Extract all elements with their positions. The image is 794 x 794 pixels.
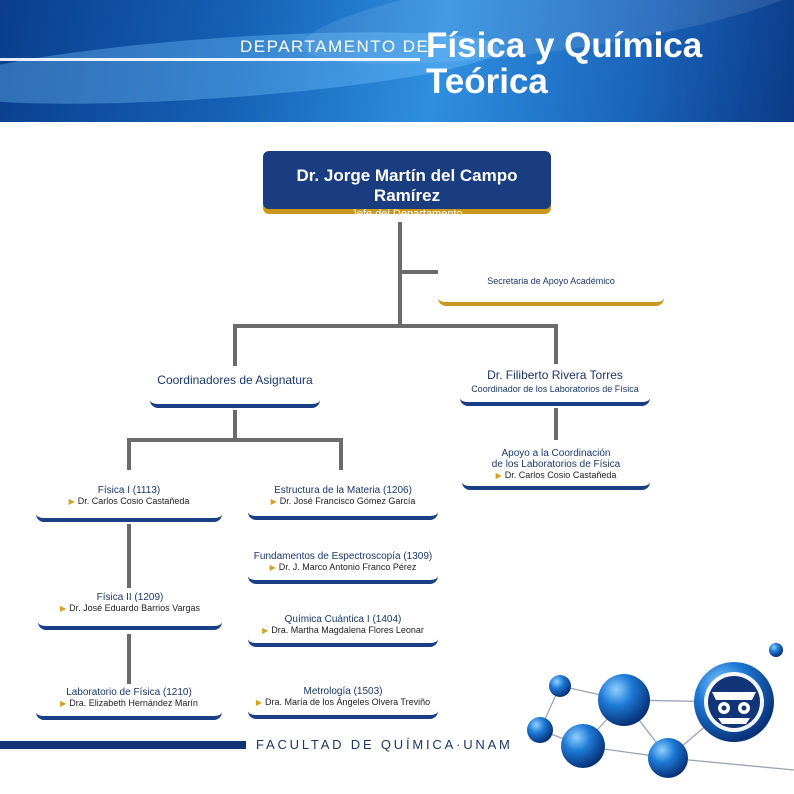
- unam-owl-logo-icon: [704, 672, 764, 732]
- coordinadores-label: Coordinadores de Asignatura: [157, 373, 313, 387]
- course-person-name: Dra. Elizabeth Hernández Marín: [69, 698, 198, 708]
- course-person-name: Dr. José Eduardo Barrios Vargas: [69, 603, 201, 613]
- bullet-triangle-icon: ▶: [60, 699, 67, 708]
- connector-line: [339, 438, 343, 470]
- apoyo-line2: de los Laboratorios de Física: [491, 459, 621, 470]
- course-box: Física I (1113) ▶Dr. Carlos Cosio Castañ…: [36, 485, 222, 506]
- department-title-line1: Física y Química: [426, 26, 703, 65]
- course-title: Estructura de la Materia (1206): [274, 485, 412, 496]
- course-box: Química Cuántica I (1404) ▶Dra. Martha M…: [248, 614, 438, 635]
- laboratorios-role: Coordinador de los Laboratorios de Físic…: [471, 384, 639, 394]
- bullet-triangle-icon: ▶: [270, 497, 277, 506]
- course-title: Metrología (1503): [303, 686, 383, 697]
- laboratorios-box: Dr. Filiberto Rivera Torres Coordinador …: [460, 368, 650, 394]
- course-person-name: Dr. José Francisco Gómez García: [279, 496, 416, 506]
- apoyo-line1: Apoyo a la Coordinación: [501, 448, 611, 459]
- department-title-line2: Teórica: [426, 62, 548, 101]
- connector-line: [398, 270, 438, 274]
- atom: [648, 738, 688, 778]
- course-person-name: Dr. J. Marco Antonio Franco Pérez: [278, 562, 417, 572]
- course-underline: [36, 514, 222, 522]
- course-underline: [248, 639, 438, 647]
- connector-line: [127, 524, 131, 588]
- bullet-triangle-icon: ▶: [262, 626, 269, 635]
- apoyo-person-name: Dr. Carlos Cosio Castañeda: [504, 470, 617, 480]
- course-underline: [36, 712, 222, 720]
- course-box: Metrología (1503) ▶Dra. María de los Áng…: [248, 686, 438, 707]
- course-person-name: Dra. Martha Magdalena Flores Leonar: [271, 625, 424, 635]
- connector-line: [233, 324, 558, 328]
- director-box: Dr. Jorge Martín del Campo Ramírez Jefe …: [263, 151, 551, 220]
- coordinadores-underline: [150, 400, 320, 408]
- footer-bar: [0, 741, 246, 749]
- department-prefix: DEPARTAMENTO DE: [240, 37, 430, 56]
- department-title: Física y Química Teórica: [426, 28, 702, 100]
- apoyo-box: Apoyo a la Coordinación de los Laborator…: [462, 448, 650, 480]
- connector-line: [554, 324, 558, 364]
- atom: [549, 675, 571, 697]
- course-title: Fundamentos de Espectroscopía (1309): [253, 551, 433, 562]
- director-name: Dr. Jorge Martín del Campo Ramírez: [296, 166, 518, 205]
- bullet-triangle-icon: ▶: [68, 497, 75, 506]
- course-title: Física II (1209): [96, 592, 164, 603]
- apoyo-person: ▶Dr. Carlos Cosio Castañeda: [462, 470, 650, 480]
- connector-line: [127, 438, 343, 442]
- course-box: Física II (1209) ▶Dr. José Eduardo Barri…: [38, 592, 222, 613]
- course-person: ▶Dr. Carlos Cosio Castañeda: [36, 496, 222, 506]
- course-underline: [248, 576, 438, 584]
- coordinadores-box: Coordinadores de Asignatura: [150, 373, 320, 387]
- secretaria-underline: [438, 298, 664, 306]
- course-box: Estructura de la Materia (1206) ▶Dr. Jos…: [248, 485, 438, 506]
- course-underline: [38, 622, 222, 630]
- director-role: Jefe del Departamento: [351, 208, 463, 220]
- connector-line: [127, 438, 131, 470]
- connector-line: [554, 408, 558, 440]
- course-box: Laboratorio de Física (1210) ▶Dra. Eliza…: [36, 687, 222, 708]
- connector-line: [233, 324, 237, 366]
- atom: [769, 643, 783, 657]
- connector-line: [398, 222, 402, 326]
- secretaria-box: Secretaria de Apoyo Académico: [438, 276, 664, 286]
- course-person: ▶Dra. Martha Magdalena Flores Leonar: [248, 625, 438, 635]
- course-underline: [248, 711, 438, 719]
- laboratorios-name: Dr. Filiberto Rivera Torres: [487, 368, 623, 382]
- course-title: Física I (1113): [97, 485, 161, 496]
- course-person: ▶Dr. José Francisco Gómez García: [248, 496, 438, 506]
- course-person: ▶Dra. Elizabeth Hernández Marín: [36, 698, 222, 708]
- course-person: ▶Dra. María de los Ángeles Olvera Treviñ…: [248, 697, 438, 707]
- atom: [561, 724, 605, 768]
- connector-line: [127, 634, 131, 684]
- apoyo-underline: [462, 482, 650, 490]
- header-banner: DEPARTAMENTO DE Física y Química Teórica: [0, 0, 794, 122]
- atom: [527, 717, 553, 743]
- bullet-triangle-icon: ▶: [59, 604, 67, 613]
- course-person: ▶Dr. J. Marco Antonio Franco Pérez: [248, 562, 438, 572]
- atom: [598, 674, 650, 726]
- course-box: Fundamentos de Espectroscopía (1309) ▶Dr…: [248, 551, 438, 572]
- bullet-triangle-icon: ▶: [269, 563, 276, 572]
- course-person-name: Dr. Carlos Cosio Castañeda: [77, 496, 190, 506]
- course-person-name: Dra. María de los Ángeles Olvera Treviño: [265, 697, 431, 707]
- course-person: ▶Dr. José Eduardo Barrios Vargas: [38, 603, 222, 613]
- course-title: Laboratorio de Física (1210): [66, 687, 192, 698]
- secretaria-label: Secretaria de Apoyo Académico: [487, 276, 615, 286]
- course-title: Química Cuántica I (1404): [284, 614, 402, 625]
- bullet-triangle-icon: ▶: [255, 698, 263, 707]
- header-stripe: [0, 58, 420, 61]
- course-underline: [248, 512, 438, 520]
- footer-text: FACULTAD DE QUÍMICA·UNAM: [256, 737, 513, 752]
- laboratorios-underline: [460, 398, 650, 406]
- bullet-triangle-icon: ▶: [495, 471, 502, 480]
- connector-line: [233, 410, 237, 440]
